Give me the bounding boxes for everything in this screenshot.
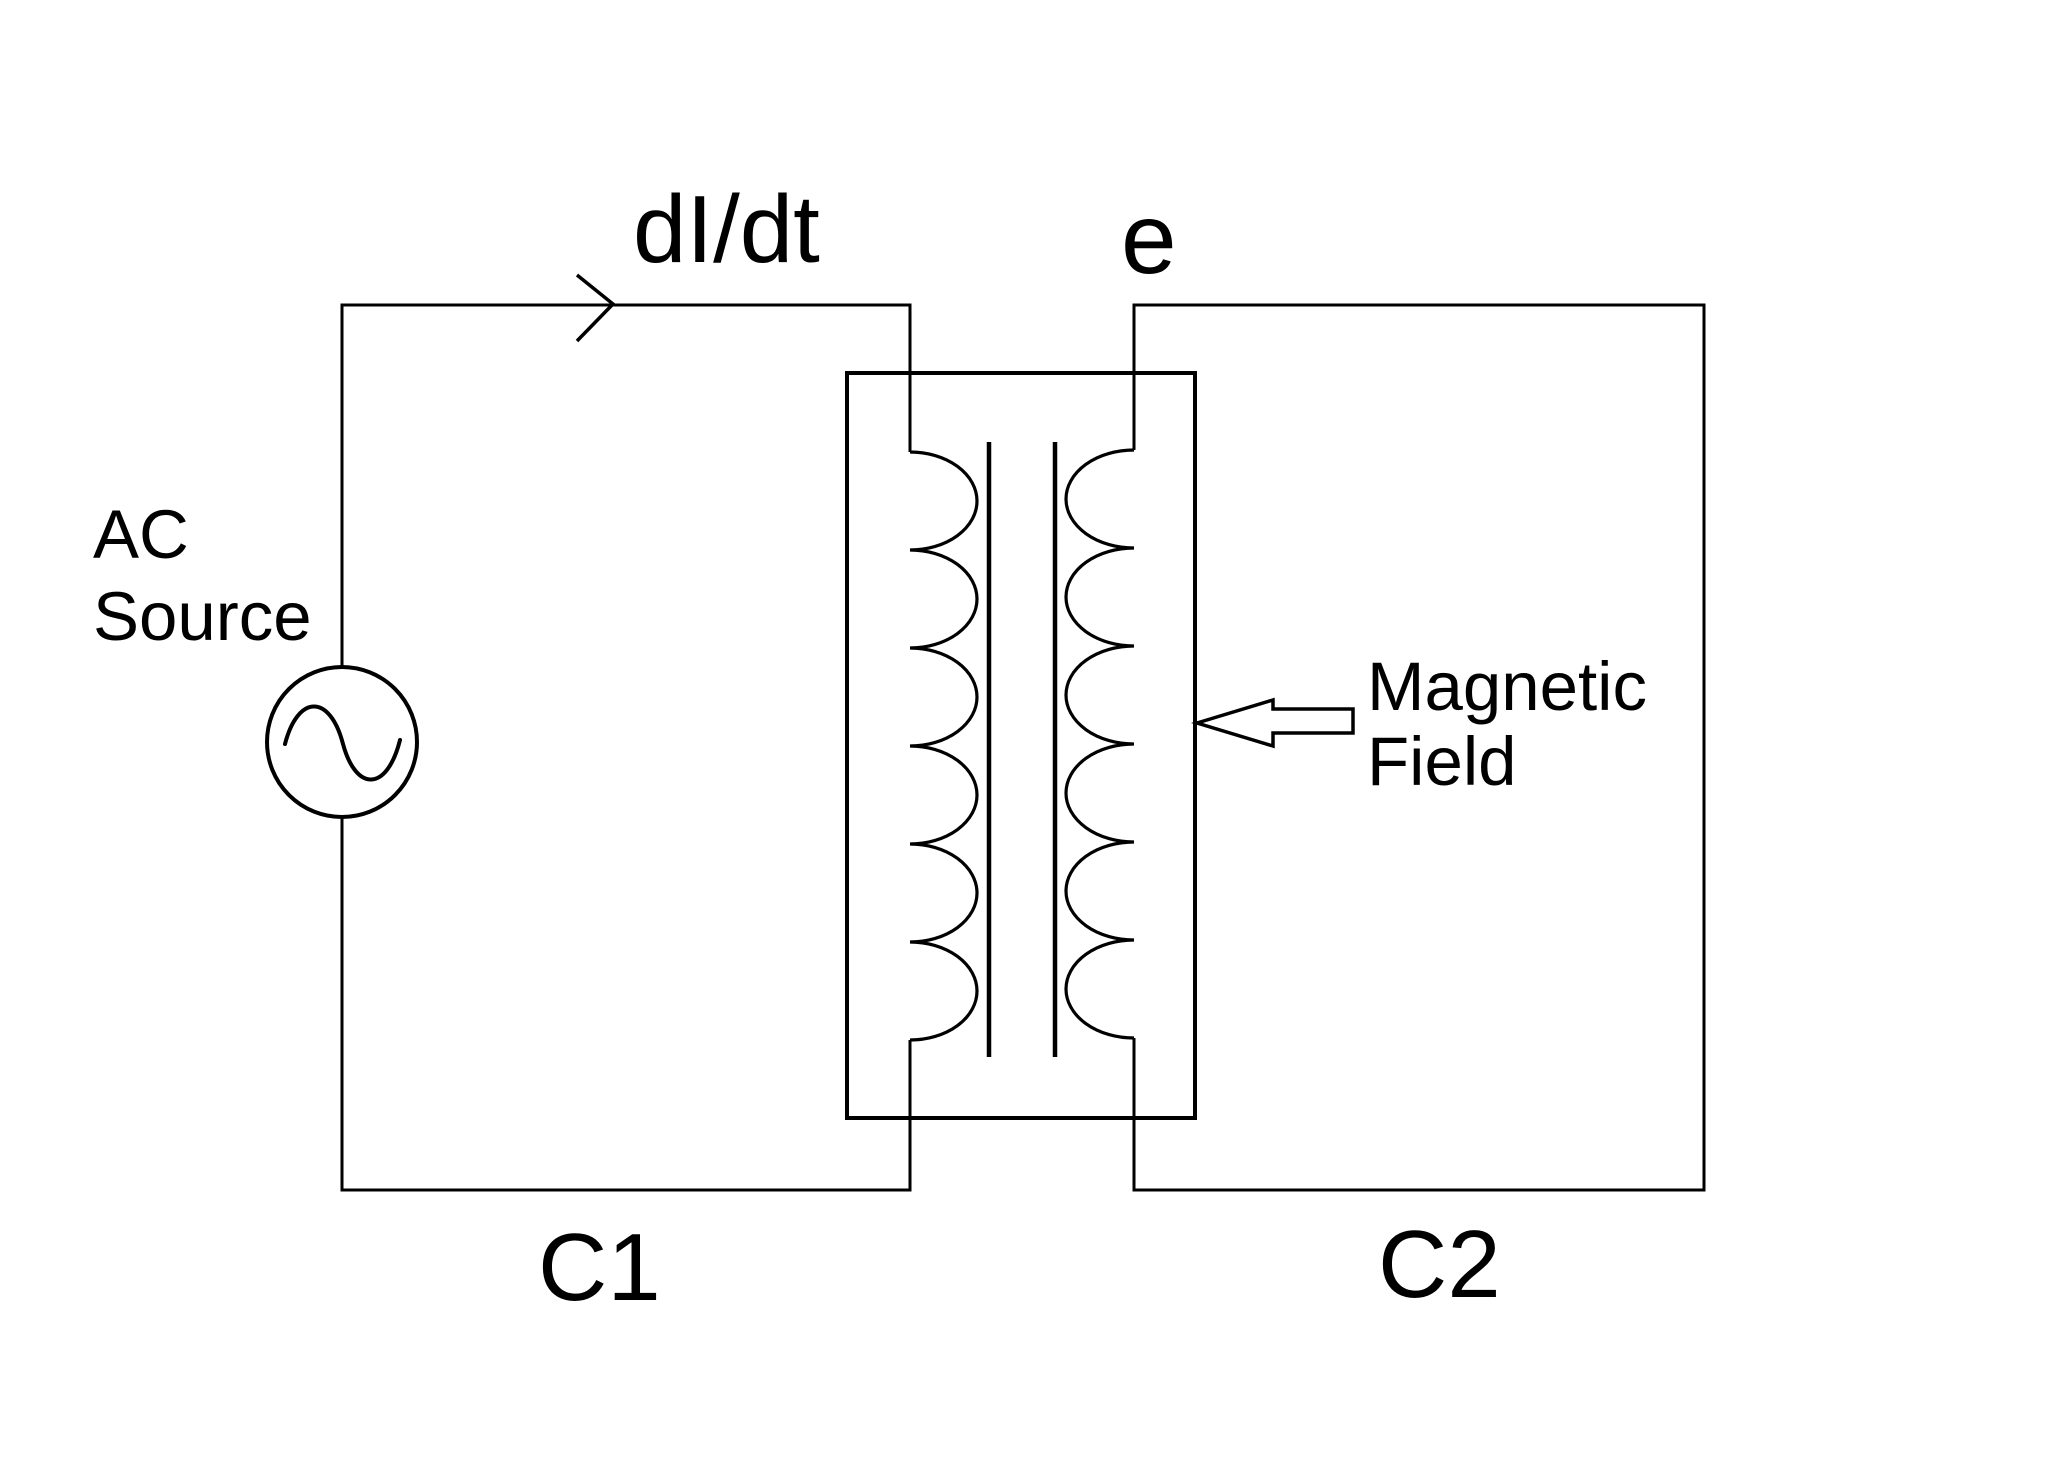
secondary-loop-wire [1132, 303, 1706, 1192]
induced-emf-label: e [1121, 183, 1177, 295]
ac-source-circle [265, 665, 419, 819]
primary-loop-top-wire [340, 303, 912, 667]
transformer [845, 371, 1197, 1120]
current-arrow-icon [575, 273, 616, 343]
current-label: dI/dt [633, 176, 820, 283]
secondary-circuit-label: C2 [1378, 1211, 1501, 1318]
secondary-loop-c2 [1132, 303, 1706, 1192]
ac-source-label-line1: AC [93, 496, 189, 573]
secondary-coil [1064, 448, 1135, 1040]
primary-circuit-label: C1 [538, 1214, 661, 1321]
sine-wave-icon [283, 704, 402, 782]
primary-loop-bottom-wire [340, 817, 912, 1192]
ac-source-label-line2: Source [93, 578, 312, 655]
transformer-box [845, 371, 1197, 1120]
primary-loop-c1 [265, 273, 912, 1192]
primary-coil [909, 450, 979, 1042]
magnetic-field-label-line1: Magnetic [1367, 648, 1647, 725]
magnetic-field-arrow-icon [1190, 697, 1355, 749]
magnetic-field-label-line2: Field [1367, 723, 1517, 800]
